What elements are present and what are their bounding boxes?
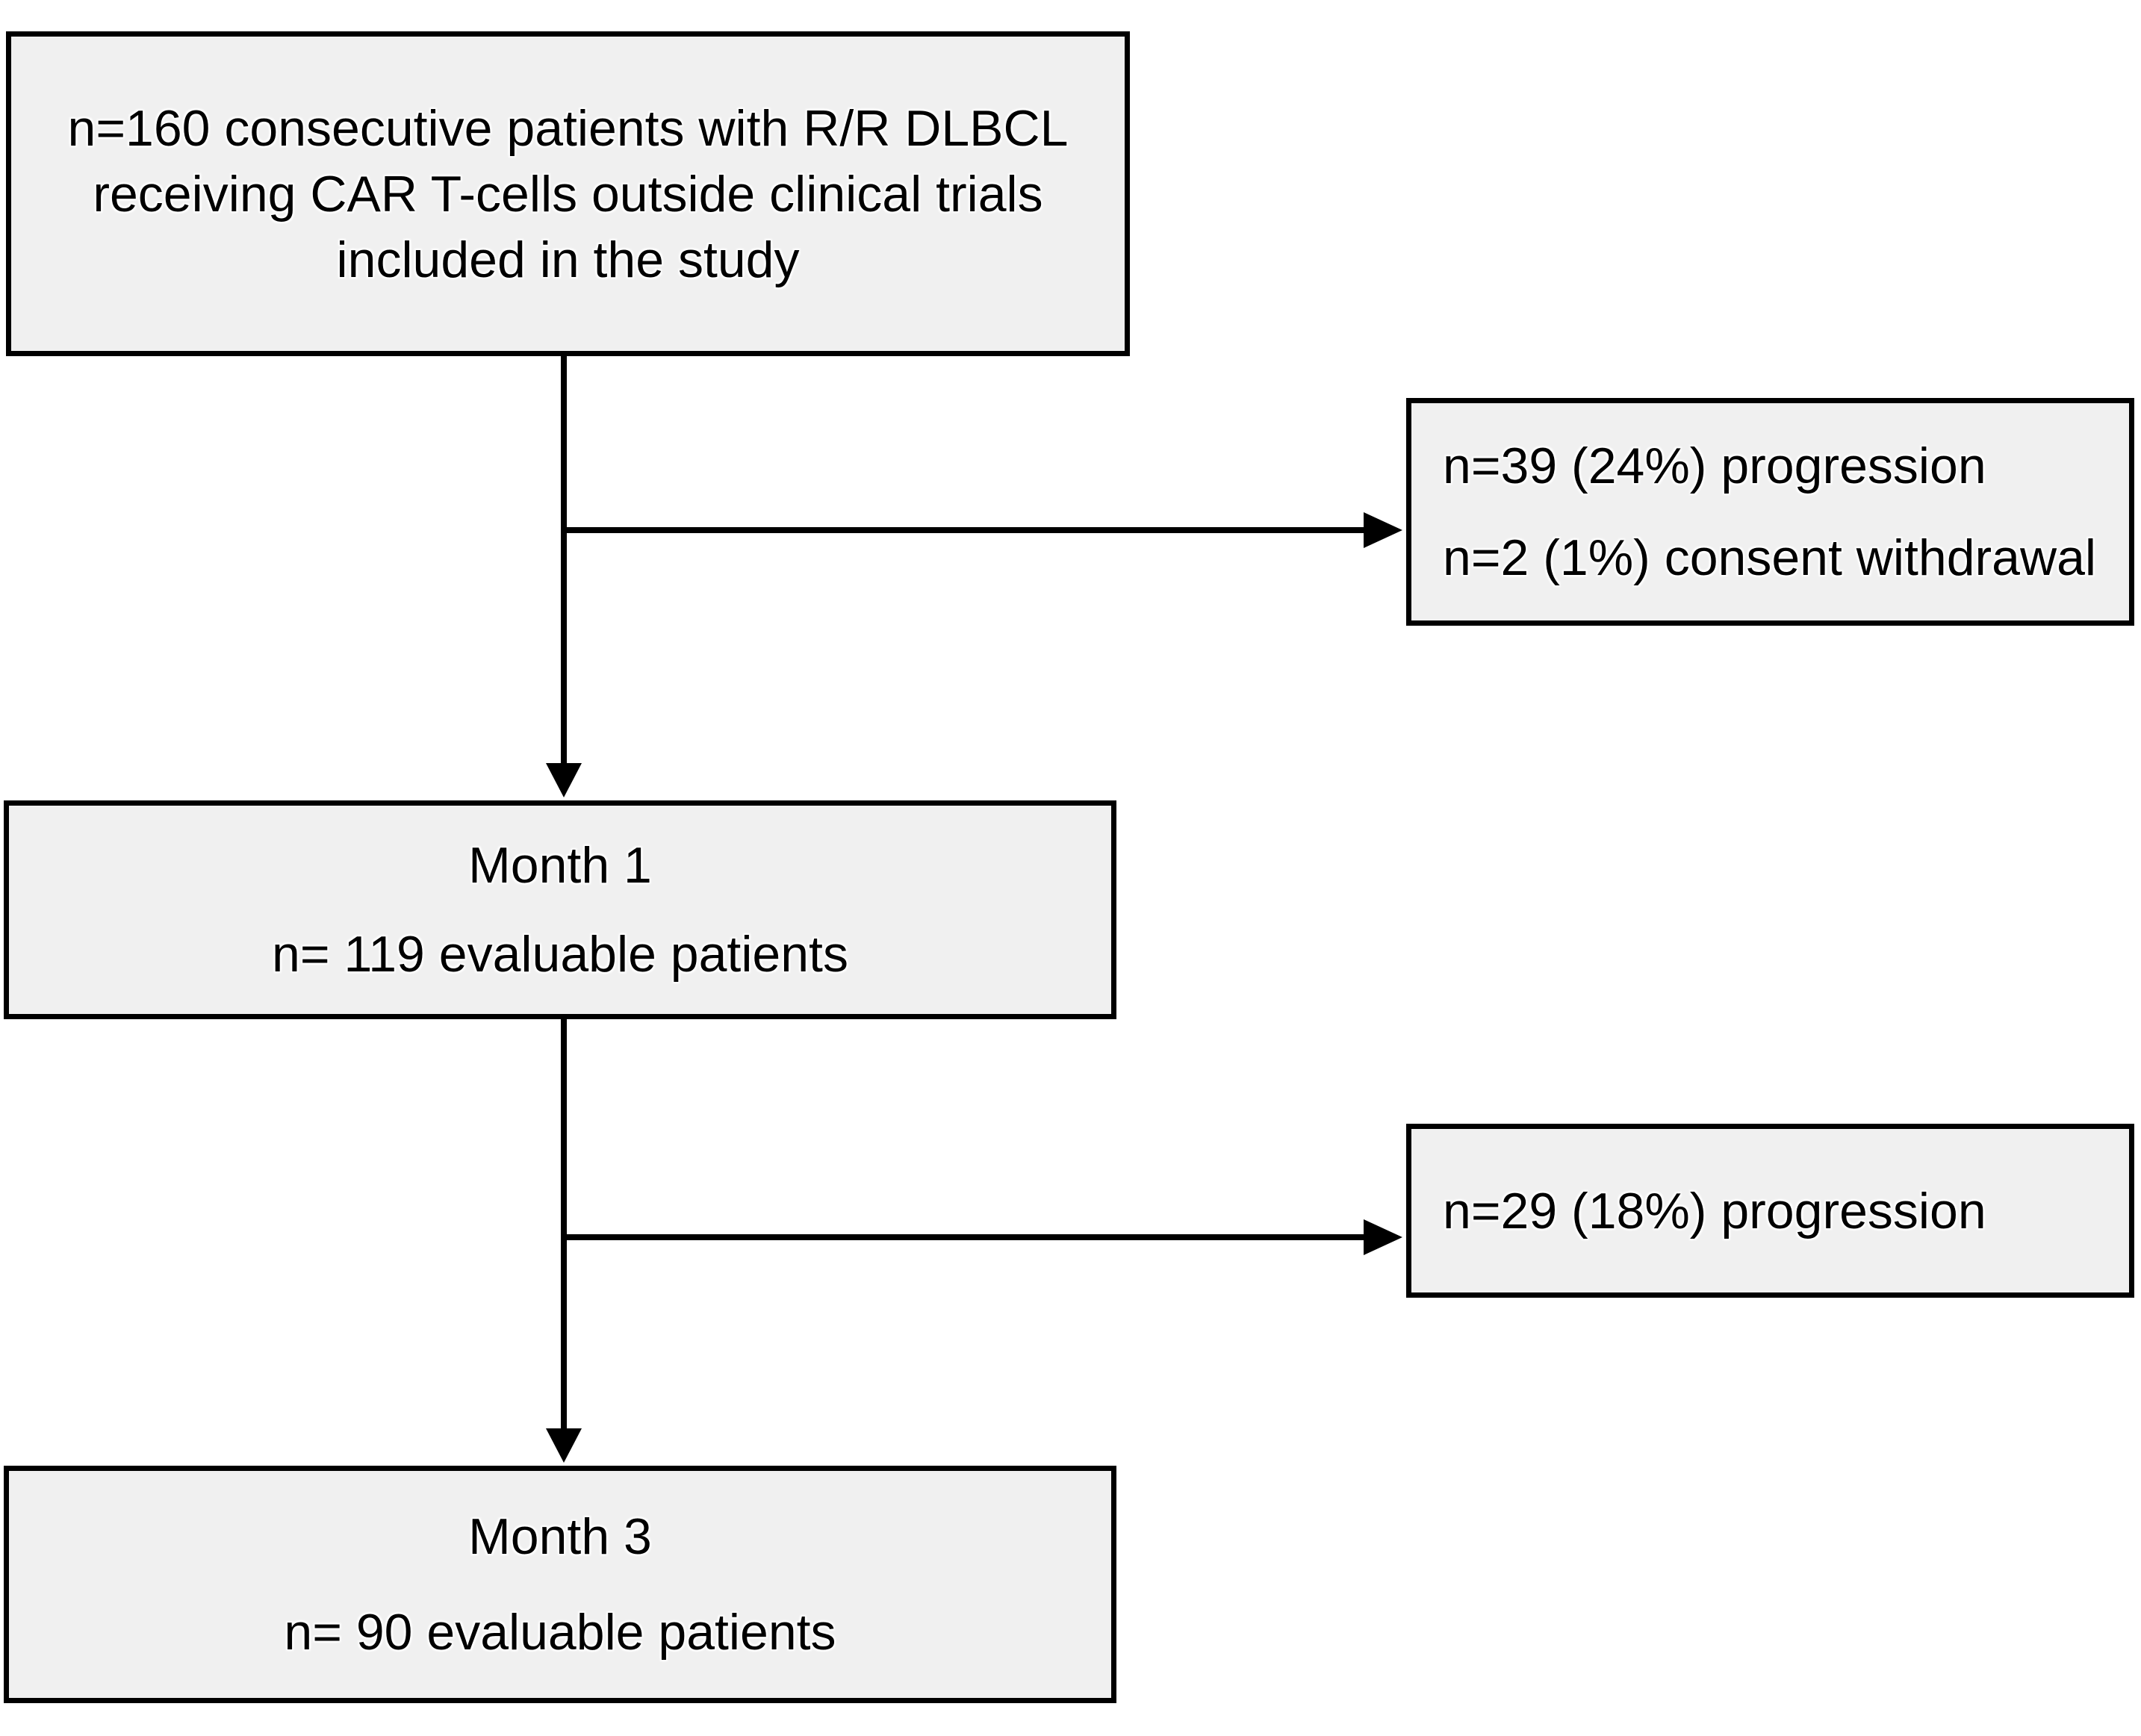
arrow-to-exclusion1-head <box>1364 512 1402 548</box>
exclusion-box-month3: n=29 (18%) progression <box>1406 1124 2134 1298</box>
month3-box: Month 3 n= 90 evaluable patients <box>4 1466 1116 1703</box>
month1-title: Month 1 <box>468 836 652 894</box>
arrow-enrollment-to-month1-head <box>546 763 582 797</box>
month3-title: Month 3 <box>468 1508 652 1565</box>
arrow-to-exclusion2-head <box>1364 1219 1402 1255</box>
enrollment-box: n=160 consecutive patients with R/R DLBC… <box>6 31 1130 356</box>
arrow-month1-to-month3-head <box>546 1428 582 1463</box>
exclusion1-consent-withdrawal-text: n=2 (1%) consent withdrawal <box>1443 529 2097 587</box>
exclusion2-progression-text: n=29 (18%) progression <box>1443 1182 1986 1239</box>
exclusion-box-month1: n=39 (24%) progression n=2 (1%) consent … <box>1406 398 2134 626</box>
exclusion1-progression-text: n=39 (24%) progression <box>1443 437 1986 494</box>
month1-box: Month 1 n= 119 evaluable patients <box>4 800 1116 1019</box>
month1-evaluable-count: n= 119 evaluable patients <box>272 926 848 983</box>
enrollment-line-3: included in the study <box>336 231 800 288</box>
enrollment-line-1: n=160 consecutive patients with R/R DLBC… <box>67 99 1069 157</box>
month3-evaluable-count: n= 90 evaluable patients <box>284 1604 836 1661</box>
enrollment-line-2: receiving CAR T-cells outside clinical t… <box>93 165 1043 223</box>
